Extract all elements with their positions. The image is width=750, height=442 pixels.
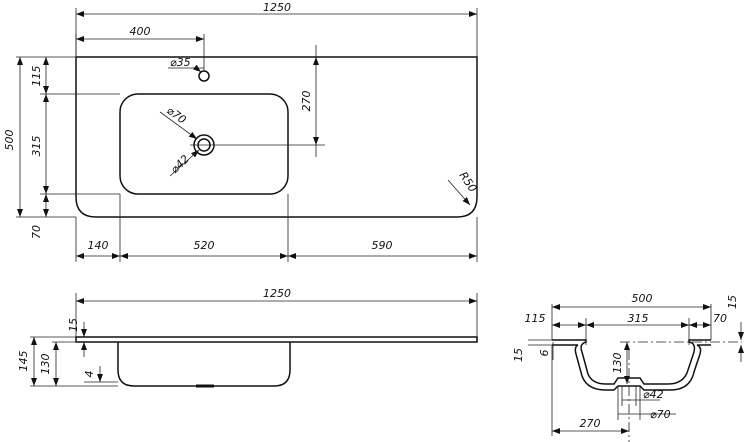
dim-text-corner-radius: R50 — [457, 169, 480, 194]
dim-text-top-thickness: 15 — [67, 318, 80, 332]
dim-text-overall-depth: 500 — [3, 130, 16, 151]
dim-text-side-depth: 500 — [632, 292, 653, 305]
dim-text-wall-thickness: 6 — [538, 350, 551, 357]
dim-text-side-top-thickness-left: 15 — [512, 348, 525, 362]
dim-text-side-drain-inner: ⌀42 — [643, 388, 664, 401]
bowl-outline — [119, 93, 289, 195]
dim-text-drain-outer: ⌀70 — [164, 104, 188, 127]
dim-text-bowl-width: 520 — [194, 239, 215, 252]
front-bowl-profile — [117, 342, 291, 387]
dim-text-left-margin: 140 — [88, 239, 109, 252]
countertop-outline — [75, 56, 478, 218]
dim-text-side-bowl-height: 130 — [611, 353, 624, 374]
dim-text-tap-offset: 400 — [130, 25, 151, 38]
top-view: 1250 400 ⌀35 500 115 315 70 270 ⌀70 ⌀42 … — [3, 1, 479, 262]
dim-text-right-deck: 590 — [372, 239, 393, 252]
side-section-underside — [552, 344, 711, 391]
dim-text-overall-width: 1250 — [263, 1, 291, 14]
dim-leader-radius — [447, 179, 471, 206]
dim-leader-drain-outer — [159, 111, 198, 140]
dim-text-tap-diameter: ⌀35 — [170, 56, 191, 69]
dim-text-back-margin: 115 — [30, 66, 43, 87]
dim-text-drain-inner: ⌀42 — [168, 152, 192, 176]
dim-text-total-height: 145 — [17, 351, 30, 372]
dim-leader-tap — [192, 64, 202, 73]
dim-text-bottom-thickness: 4 — [83, 371, 96, 378]
dim-text-side-back-margin: 115 — [525, 312, 546, 325]
front-view: 1250 15 145 130 4 — [17, 287, 478, 388]
front-countertop-slab — [75, 336, 478, 343]
tap-hole — [198, 70, 210, 82]
dim-text-side-bowl-depth: 315 — [628, 312, 649, 325]
dim-leader-drain-inner — [169, 149, 200, 177]
dim-text-bowl-tap-axis: 270 — [300, 91, 313, 112]
side-view: 500 115 315 70 15 15 6 130 ⌀42 ⌀70 27 — [512, 292, 744, 442]
dim-text-front-width: 1250 — [263, 287, 291, 300]
dim-text-side-drain-offset: 270 — [580, 417, 601, 430]
dim-text-bowl-depth: 315 — [30, 136, 43, 157]
dim-text-bowl-height: 130 — [39, 354, 52, 375]
dim-text-side-front-margin: 70 — [713, 312, 727, 325]
dim-text-side-drain-outer: ⌀70 — [650, 408, 671, 421]
dim-text-side-top-thickness-right: 15 — [726, 295, 739, 309]
dim-text-front-margin: 70 — [30, 225, 43, 239]
